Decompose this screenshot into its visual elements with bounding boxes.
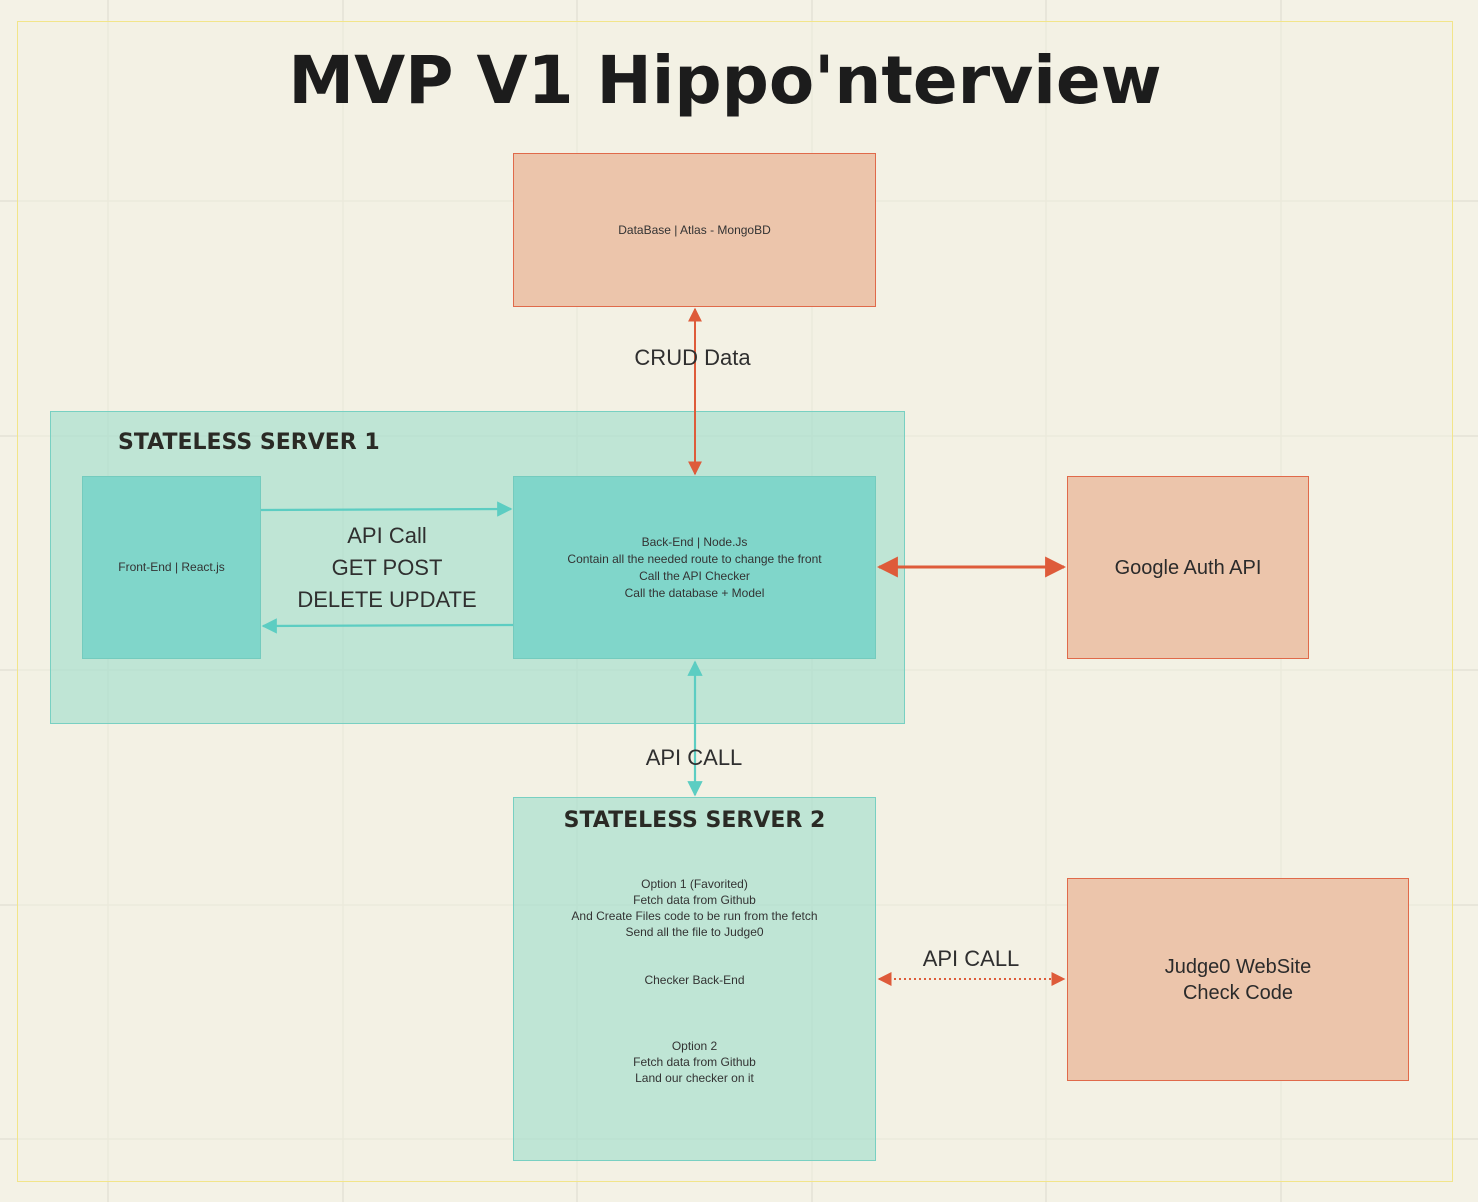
google-auth-node[interactable]: Google Auth API: [1067, 476, 1309, 659]
stateless-server-2-heading: STATELESS SERVER 2: [563, 808, 826, 833]
judge0-node[interactable]: Judge0 WebSite Check Code: [1067, 878, 1409, 1081]
backend-label: Back-End | Node.Js Contain all the neede…: [567, 534, 822, 600]
judge0-label: Judge0 WebSite Check Code: [1164, 955, 1312, 1004]
api-call-server-2-label: API CALL: [645, 745, 743, 770]
backend-to-frontend-connector[interactable]: [261, 618, 514, 634]
google-auth-label: Google Auth API: [1114, 556, 1262, 579]
stateless-server-1-heading: STATELESS SERVER 1: [118, 430, 380, 455]
backend-node[interactable]: Back-End | Node.Js Contain all the neede…: [513, 476, 876, 659]
crud-data-label: CRUD Data: [634, 345, 751, 370]
server-2-option-1: Option 1 (Favorited) Fetch data from Git…: [571, 877, 818, 939]
frontend-node[interactable]: Front-End | React.js: [82, 476, 261, 659]
stateless-server-2-node[interactable]: [513, 797, 876, 1161]
database-label: DataBase | Atlas - MongoBD: [618, 222, 771, 237]
server-2-checker-label: Checker Back-End: [644, 973, 745, 987]
frontend-label: Front-End | React.js: [118, 560, 225, 574]
database-node[interactable]: DataBase | Atlas - MongoBD: [513, 153, 876, 307]
api-call-methods-label: API Call GET POST DELETE UPDATE: [297, 523, 477, 612]
server-2-option-2: Option 2 Fetch data from Github Land our…: [633, 1039, 756, 1085]
frontend-to-backend-connector[interactable]: [260, 501, 513, 517]
diagram-title: MVP V1 Hippo'nterview: [288, 42, 1162, 119]
api-call-judge0-label: API CALL: [922, 946, 1020, 971]
